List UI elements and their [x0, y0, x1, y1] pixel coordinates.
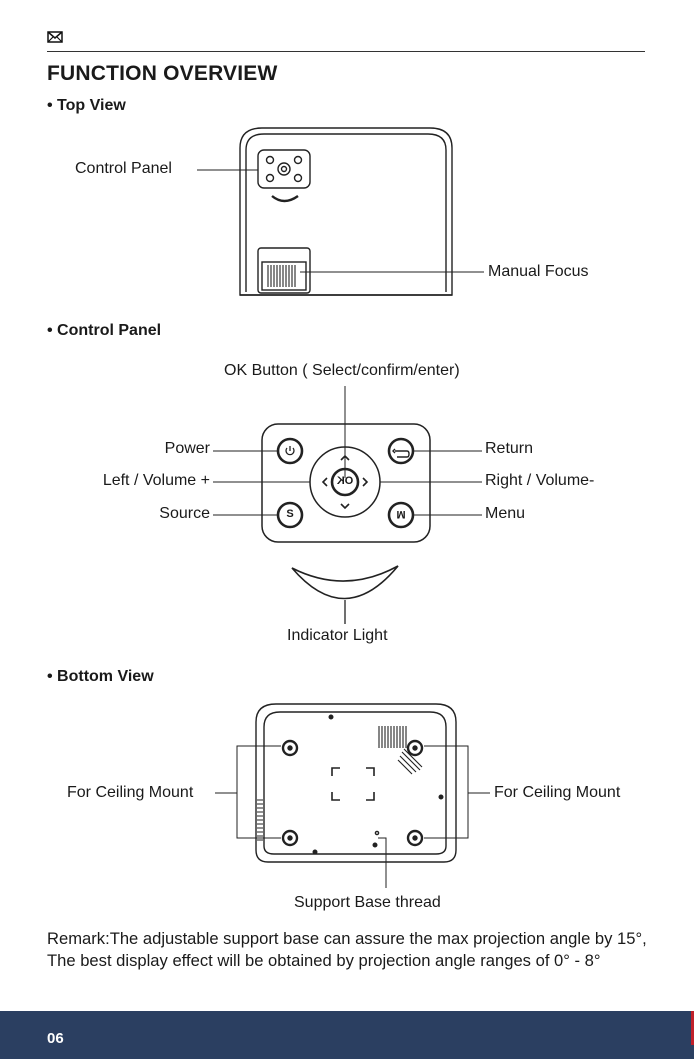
- label-ceiling-mount-left: For Ceiling Mount: [67, 784, 194, 801]
- top-view-projector: [197, 127, 484, 296]
- label-indicator-light: Indicator Light: [287, 627, 388, 644]
- label-ok-button: OK Button ( Select/confirm/enter): [224, 362, 460, 379]
- source-key-label: S: [286, 508, 294, 520]
- remark-text: Remark:The adjustable support base can a…: [47, 929, 647, 970]
- section-bottom-view: • Bottom View: [47, 668, 154, 685]
- label-right-volume: Right / Volume-: [485, 472, 595, 489]
- label-support-base-thread: Support Base thread: [294, 894, 441, 911]
- label-return: Return: [485, 440, 534, 457]
- page-title: FUNCTION OVERVIEW: [47, 62, 278, 85]
- label-ceiling-mount-right: For Ceiling Mount: [494, 784, 621, 801]
- label-control-panel: Control Panel: [75, 160, 172, 177]
- footer-accent: [691, 1011, 694, 1045]
- label-source: Source: [159, 505, 210, 522]
- page-number: 06: [47, 1030, 64, 1047]
- section-control-panel: • Control Panel: [47, 322, 162, 339]
- label-power: Power: [164, 440, 210, 457]
- header-rule: [47, 51, 645, 52]
- footer-bar: [0, 1011, 694, 1059]
- bottom-view-projector: [215, 703, 490, 888]
- label-menu: Menu: [485, 505, 526, 522]
- diagram-drawings: [197, 127, 490, 888]
- label-manual-focus: Manual Focus: [488, 263, 589, 280]
- label-left-volume: Left / Volume +: [102, 472, 210, 489]
- envelope-icon: [47, 30, 63, 48]
- menu-key-label: M: [396, 508, 406, 520]
- ok-key-label: OK: [336, 475, 354, 487]
- section-top-view: • Top View: [47, 97, 126, 114]
- control-panel-diagram: [213, 386, 482, 624]
